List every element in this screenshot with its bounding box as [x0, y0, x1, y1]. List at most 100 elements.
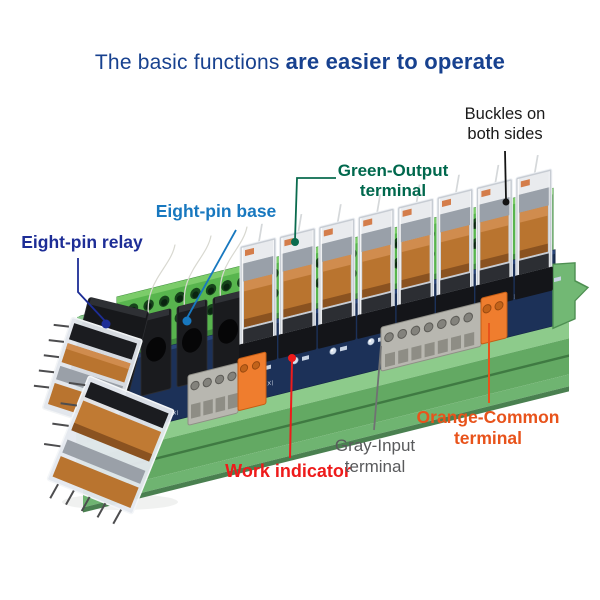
- dot-green-output: [291, 238, 299, 246]
- relay-frame: [321, 236, 352, 262]
- leader-work-indicator: [289, 360, 293, 459]
- terminal-screw: [463, 312, 474, 323]
- leader-eight-pin-base: [186, 229, 237, 319]
- relay-lower-body: [282, 312, 313, 334]
- relay-coil-highlight: [519, 205, 548, 223]
- led-glint: [368, 339, 372, 343]
- base-top-edge: [215, 291, 241, 304]
- retainer-clip: [455, 174, 460, 193]
- relay-coil-highlight: [362, 244, 391, 262]
- relay-pin: [96, 502, 107, 518]
- terminal-cell: [411, 345, 422, 361]
- relay-top-cap: [517, 171, 550, 196]
- label-work-indicator: Work indicator: [225, 461, 351, 481]
- terminal-cell: [398, 348, 409, 364]
- relay-pin: [38, 369, 55, 374]
- terminal-cell: [385, 351, 395, 368]
- relay-pin: [112, 509, 123, 525]
- terminal-hole-inner: [192, 291, 199, 298]
- retainer-wire: [147, 244, 176, 320]
- orange-common-terminal-left: [237, 351, 267, 411]
- terminal-cell: [191, 402, 201, 419]
- base-top-edge: [143, 309, 169, 322]
- work-indicator-led: [367, 338, 375, 346]
- terminal-cell: [203, 399, 213, 416]
- relay-pin: [43, 443, 61, 448]
- relay-top-cap: [478, 180, 511, 205]
- relay-frame: [479, 197, 510, 223]
- relay-label-sticker: [284, 238, 294, 247]
- relay-frame: [440, 207, 470, 233]
- relay-lower-body: [479, 263, 510, 285]
- relay-pin: [60, 402, 78, 407]
- relay-pin: [48, 339, 65, 343]
- relay-top-cap: [320, 220, 353, 245]
- terminal-screw: [384, 332, 394, 343]
- relay-base: [317, 315, 356, 349]
- relay-label-sticker: [323, 228, 333, 237]
- retainer-clip: [258, 223, 263, 242]
- relay-frame: [243, 256, 273, 282]
- carrier-right-end-bracket: [552, 262, 590, 330]
- left-terminal-block: [187, 351, 267, 426]
- label-eight-pin-base: Eight-pin base: [155, 201, 277, 221]
- label-green-output-terminal: Green-Output terminal: [337, 161, 449, 200]
- terminal-cell: [451, 335, 461, 351]
- relay-coil-shadow: [244, 312, 272, 328]
- terminal-screw: [227, 371, 237, 382]
- terminal-screw: [215, 374, 225, 385]
- terminal-screw: [410, 325, 421, 336]
- resistor: [554, 276, 561, 283]
- relay-coil-shadow: [441, 263, 469, 279]
- relay-coil-highlight: [441, 225, 469, 243]
- label-eight-pin-relay: Eight-pin relay: [21, 232, 143, 252]
- relay-coil-shadow: [519, 243, 548, 259]
- relay-lower-body: [243, 322, 273, 344]
- terminal-screw: [202, 377, 212, 388]
- relay-top-cap: [242, 239, 274, 264]
- terminal-screw: [397, 328, 408, 339]
- relay-top-cap: [360, 210, 393, 235]
- base-top-edge: [179, 300, 205, 313]
- terminal-screw: [190, 380, 200, 391]
- relay-label-sticker: [245, 247, 254, 257]
- work-indicator-led: [329, 347, 337, 355]
- relay-label-sticker: [481, 188, 491, 198]
- relay-coil-shadow: [480, 253, 509, 269]
- relay-frame: [518, 187, 549, 213]
- leader-gray-input: [373, 345, 382, 431]
- leader-green-output: [294, 177, 336, 241]
- retainer-clip: [494, 164, 500, 183]
- terminal-screw: [437, 319, 447, 329]
- relay-label-sticker: [402, 208, 412, 217]
- relay-pins: [43, 381, 123, 525]
- eight-pin-relay: [317, 204, 356, 349]
- orange-common-terminal: [480, 291, 508, 345]
- eight-pin-relay-loose-lower: [43, 375, 175, 525]
- callout-leaders: [77, 150, 510, 459]
- eight-pin-relay: [357, 194, 396, 339]
- relay-pin: [43, 354, 60, 359]
- relay-coil-shadow: [322, 292, 351, 308]
- eight-pin-relay: [475, 164, 514, 310]
- relay-lower-body: [321, 302, 352, 324]
- terminal-hole-inner: [223, 283, 230, 291]
- retainer-wire: [183, 235, 212, 311]
- relay-coil-shadow: [362, 282, 391, 298]
- eight-pin-relay: [514, 155, 553, 300]
- dot-eight-pin-base: [182, 316, 192, 326]
- dot-eight-pin-relay: [101, 319, 111, 329]
- dot-work-indicator: [288, 354, 296, 362]
- terminal-screw: [482, 304, 492, 314]
- led-glint: [330, 349, 334, 352]
- terminal-hole-inner: [207, 307, 215, 315]
- relay-pin: [53, 323, 70, 328]
- gray-input-terminal-strip: [380, 291, 508, 372]
- relay-coil-shadow: [401, 273, 430, 289]
- terminal-hole-inner: [207, 287, 215, 295]
- relay-frame: [400, 216, 431, 243]
- terminal-cell: [215, 396, 226, 413]
- relay-frame: [361, 226, 392, 253]
- terminal-screw: [423, 322, 434, 333]
